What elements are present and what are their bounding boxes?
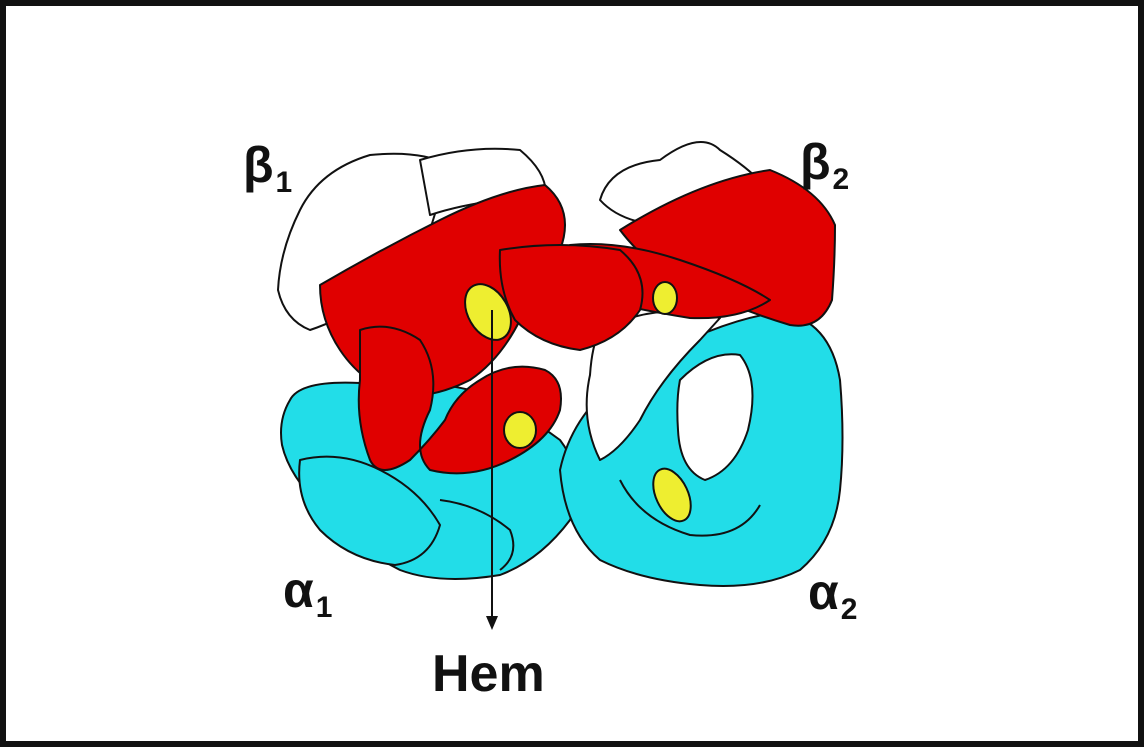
heme-label: Hem: [432, 648, 545, 700]
heme-beta2: [653, 282, 677, 314]
heme-alpha1: [504, 412, 536, 448]
beta1-label: β1: [243, 140, 292, 190]
alpha1-label: α1: [283, 565, 332, 615]
heme-pointer-arrowhead: [486, 616, 498, 630]
beta2-label: β2: [800, 137, 849, 187]
alpha2-label: α2: [808, 567, 857, 617]
alpha2-subunit: [560, 311, 843, 586]
